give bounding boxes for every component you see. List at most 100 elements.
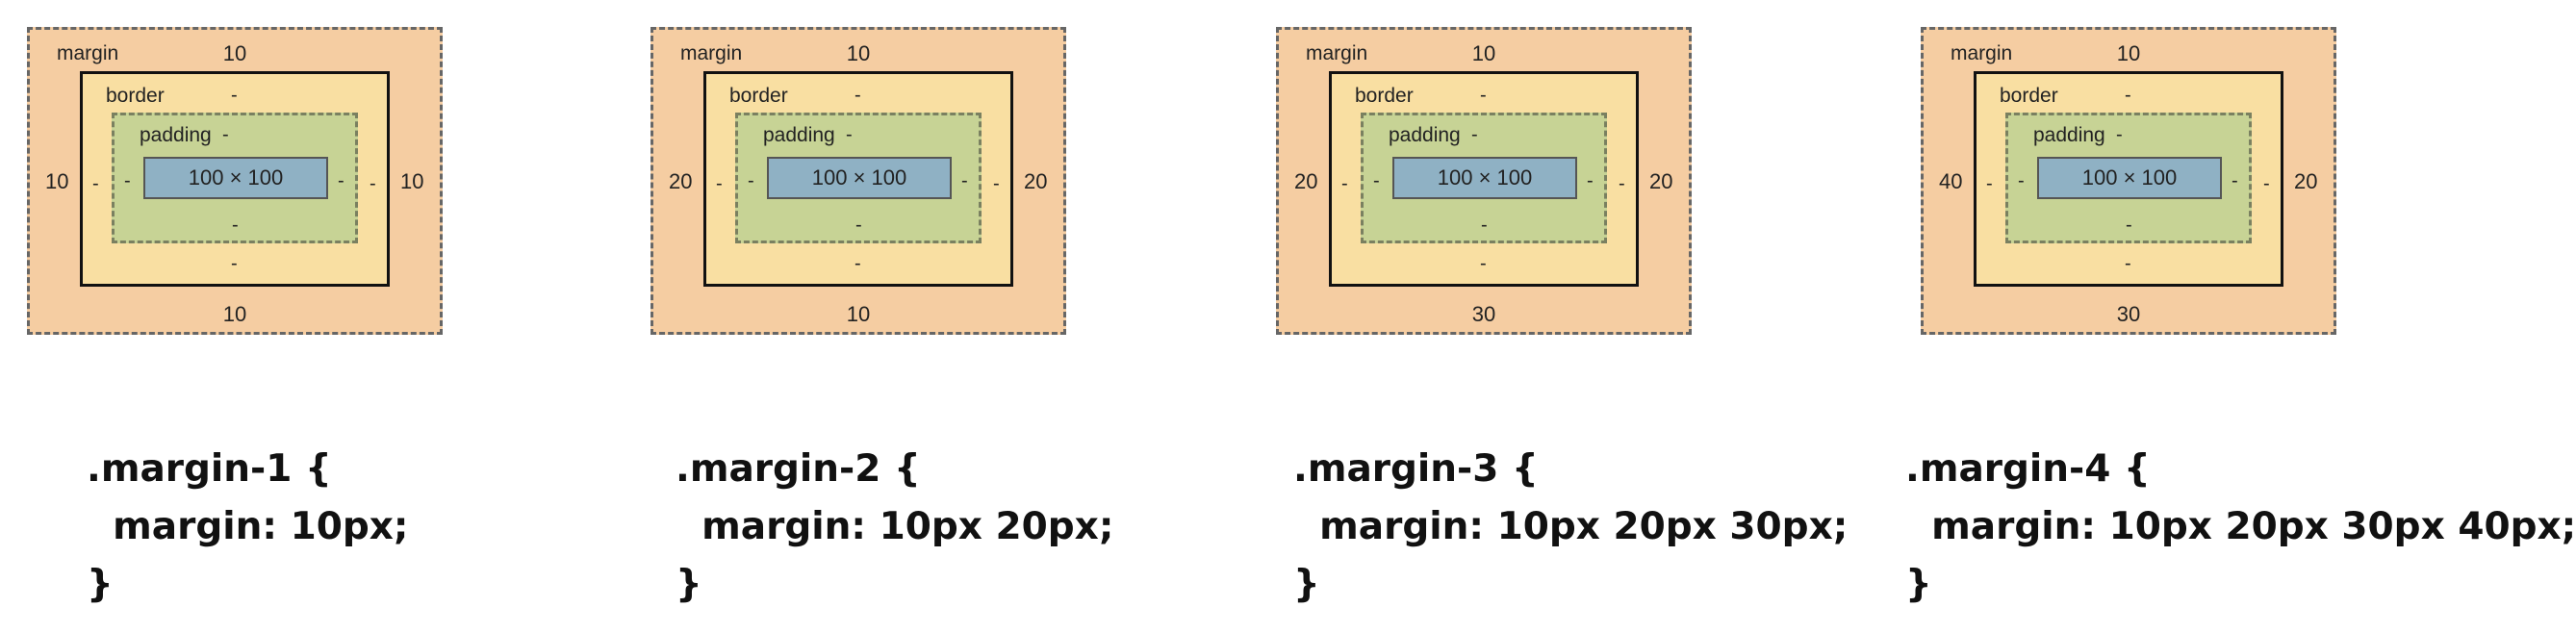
margin-left-value: 10 bbox=[45, 169, 69, 193]
content-box: 100 × 100 bbox=[767, 157, 952, 199]
border-left-value: - bbox=[1341, 173, 1348, 194]
padding-label: padding bbox=[140, 124, 212, 146]
box-model-panel-3: margin 10 30 20 20 border - - - - paddin… bbox=[1276, 0, 1892, 633]
margin-right-value: 10 bbox=[400, 169, 424, 193]
border-top-value: - bbox=[231, 85, 238, 106]
margin-label: margin bbox=[57, 42, 119, 64]
border-bottom-value: - bbox=[2125, 253, 2131, 274]
padding-label: padding bbox=[2033, 124, 2105, 146]
margin-box: margin 10 30 20 20 border - - - - paddin… bbox=[1276, 27, 1692, 335]
padding-left-value: - bbox=[1373, 170, 1380, 191]
border-label: border bbox=[1355, 85, 1414, 107]
margin-right-value: 20 bbox=[1024, 169, 1048, 193]
padding-label: padding bbox=[763, 124, 835, 146]
open-brace: { bbox=[2110, 447, 2151, 491]
padding-bottom-value: - bbox=[232, 215, 239, 236]
content-size-label: 100 × 100 bbox=[188, 165, 284, 190]
padding-box: padding - - - - 100 × 100 bbox=[112, 113, 358, 243]
css-declaration: margin: 10px 20px 30px 40px; bbox=[1931, 505, 2576, 548]
close-brace: } bbox=[676, 563, 702, 606]
box-model-panel-2: margin 10 10 20 20 border - - - - paddin… bbox=[650, 0, 1266, 633]
css-declaration: margin: 10px 20px; bbox=[701, 505, 1114, 548]
padding-left-value: - bbox=[124, 170, 131, 191]
margin-left-value: 20 bbox=[1294, 169, 1318, 193]
padding-top-value: - bbox=[846, 124, 853, 145]
border-right-value: - bbox=[2263, 173, 2270, 194]
margin-bottom-value: 30 bbox=[2116, 302, 2141, 326]
padding-box: padding - - - - 100 × 100 bbox=[2005, 113, 2252, 243]
box-model-panel-1: margin 10 10 10 10 border - - - - paddin… bbox=[27, 0, 643, 633]
border-left-value: - bbox=[92, 173, 99, 194]
close-brace: } bbox=[87, 563, 114, 606]
margin-top-value: 10 bbox=[222, 41, 247, 65]
margin-left-value: 40 bbox=[1939, 169, 1963, 193]
css-selector: .margin-3 bbox=[1293, 447, 1499, 491]
css-code-block: .margin-4 { margin: 10px 20px 30px 40px;… bbox=[1905, 441, 2576, 614]
padding-left-value: - bbox=[2018, 170, 2025, 191]
padding-right-value: - bbox=[338, 170, 344, 191]
margin-label: margin bbox=[680, 42, 743, 64]
margin-label: margin bbox=[1306, 42, 1368, 64]
padding-box: padding - - - - 100 × 100 bbox=[1361, 113, 1607, 243]
css-selector: .margin-4 bbox=[1905, 447, 2111, 491]
padding-top-value: - bbox=[222, 124, 229, 145]
content-box: 100 × 100 bbox=[1392, 157, 1577, 199]
padding-top-value: - bbox=[2116, 124, 2123, 145]
content-size-label: 100 × 100 bbox=[811, 165, 907, 190]
border-left-value: - bbox=[716, 173, 723, 194]
border-box: border - - - - padding - - - - 100 × 100 bbox=[1974, 71, 2283, 287]
css-selector: .margin-1 bbox=[87, 447, 293, 491]
close-brace: } bbox=[1905, 563, 1932, 606]
padding-bottom-value: - bbox=[1481, 215, 1488, 236]
border-top-value: - bbox=[2125, 85, 2131, 106]
padding-right-value: - bbox=[961, 170, 968, 191]
border-left-value: - bbox=[1986, 173, 1993, 194]
margin-label: margin bbox=[1951, 42, 2013, 64]
margin-bottom-value: 30 bbox=[1471, 302, 1496, 326]
margin-top-value: 10 bbox=[846, 41, 871, 65]
css-code-block: .margin-3 { margin: 10px 20px 30px; } bbox=[1293, 441, 1848, 614]
padding-bottom-value: - bbox=[2126, 215, 2132, 236]
content-box: 100 × 100 bbox=[143, 157, 328, 199]
border-box: border - - - - padding - - - - 100 × 100 bbox=[80, 71, 390, 287]
margin-box: margin 10 10 10 10 border - - - - paddin… bbox=[27, 27, 443, 335]
border-label: border bbox=[106, 85, 165, 107]
margin-box: margin 10 30 40 20 border - - - - paddin… bbox=[1921, 27, 2336, 335]
border-right-value: - bbox=[993, 173, 1000, 194]
margin-bottom-value: 10 bbox=[846, 302, 871, 326]
border-right-value: - bbox=[370, 173, 376, 194]
border-label: border bbox=[2000, 85, 2058, 107]
padding-left-value: - bbox=[748, 170, 754, 191]
border-label: border bbox=[729, 85, 788, 107]
margin-top-value: 10 bbox=[1471, 41, 1496, 65]
close-brace: } bbox=[1293, 563, 1320, 606]
open-brace: { bbox=[292, 447, 332, 491]
padding-right-value: - bbox=[1587, 170, 1594, 191]
padding-box: padding - - - - 100 × 100 bbox=[735, 113, 982, 243]
content-box: 100 × 100 bbox=[2037, 157, 2222, 199]
padding-label: padding bbox=[1389, 124, 1461, 146]
padding-bottom-value: - bbox=[855, 215, 862, 236]
border-bottom-value: - bbox=[231, 253, 238, 274]
border-bottom-value: - bbox=[854, 253, 861, 274]
open-brace: { bbox=[880, 447, 921, 491]
border-top-value: - bbox=[854, 85, 861, 106]
margin-box: margin 10 10 20 20 border - - - - paddin… bbox=[650, 27, 1066, 335]
margin-right-value: 20 bbox=[2294, 169, 2318, 193]
border-box: border - - - - padding - - - - 100 × 100 bbox=[703, 71, 1013, 287]
box-model-panel-4: margin 10 30 40 20 border - - - - paddin… bbox=[1905, 0, 2576, 633]
css-selector: .margin-2 bbox=[676, 447, 881, 491]
padding-right-value: - bbox=[2232, 170, 2238, 191]
margin-bottom-value: 10 bbox=[222, 302, 247, 326]
margin-left-value: 20 bbox=[669, 169, 693, 193]
padding-top-value: - bbox=[1471, 124, 1478, 145]
open-brace: { bbox=[1498, 447, 1539, 491]
border-box: border - - - - padding - - - - 100 × 100 bbox=[1329, 71, 1639, 287]
margin-top-value: 10 bbox=[2116, 41, 2141, 65]
border-bottom-value: - bbox=[1480, 253, 1487, 274]
css-declaration: margin: 10px 20px 30px; bbox=[1319, 505, 1849, 548]
margin-right-value: 20 bbox=[1649, 169, 1673, 193]
css-code-block: .margin-2 { margin: 10px 20px; } bbox=[676, 441, 1113, 614]
css-code-block: .margin-1 { margin: 10px; } bbox=[87, 441, 409, 614]
border-top-value: - bbox=[1480, 85, 1487, 106]
